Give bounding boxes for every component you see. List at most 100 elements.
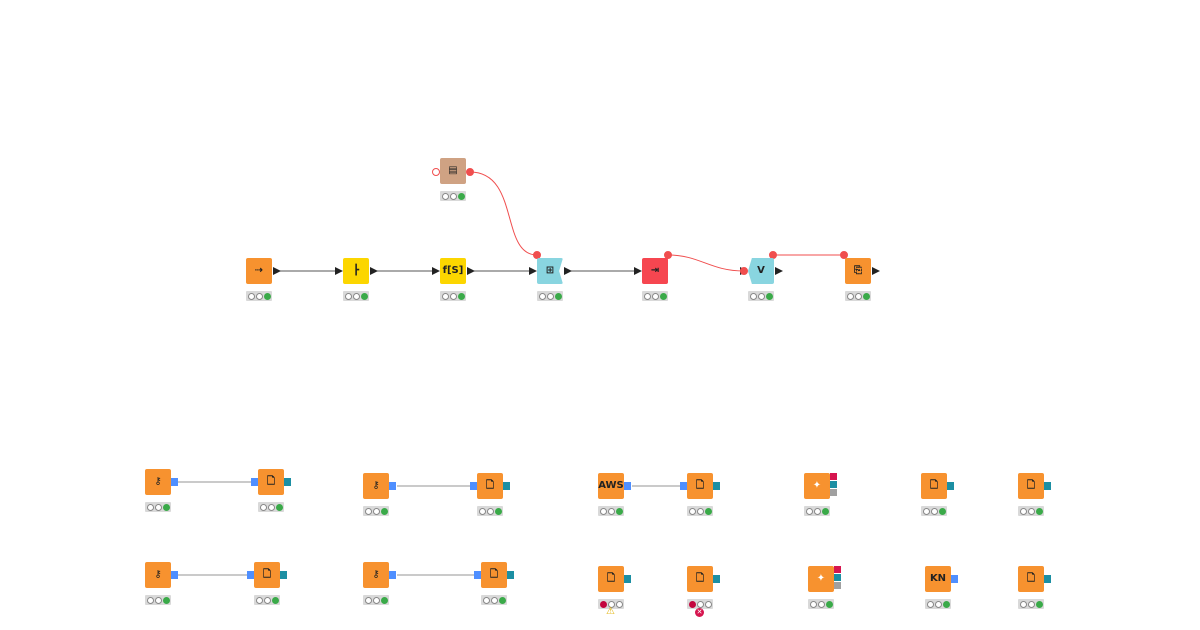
output-port[interactable] [834, 582, 841, 589]
credential-input-port[interactable] [470, 482, 477, 490]
workflow-node[interactable]: 🗋 [1018, 566, 1044, 592]
workflow-node[interactable]: ✦ [808, 566, 834, 592]
workflow-node[interactable]: 🗋 [687, 473, 713, 499]
workflow-node[interactable]: KN [925, 566, 951, 592]
status-dot [263, 292, 271, 300]
output-port[interactable] [273, 267, 281, 275]
workflow-node[interactable]: 🗋 [1018, 473, 1044, 499]
workflow-node[interactable]: ✦ [804, 473, 830, 499]
flow-variable-port[interactable] [466, 168, 474, 176]
output-port[interactable] [834, 574, 841, 581]
status-dot [688, 507, 696, 515]
loop-start-icon: ⊞ [545, 265, 555, 276]
credential-input-port[interactable] [680, 482, 687, 490]
star-add-icon: ✦ [812, 480, 822, 491]
credential-output-port[interactable] [951, 575, 958, 583]
file-output-port[interactable] [947, 482, 954, 490]
workflow-node[interactable]: 🗋 [921, 473, 947, 499]
input-port[interactable] [634, 267, 642, 275]
table-to-variable-icon: ▤ [448, 165, 458, 176]
workflow-node[interactable]: 🗋 [477, 473, 503, 499]
node-status-traffic-light [254, 595, 280, 605]
status-dot [926, 600, 934, 608]
flow-variable-connection[interactable] [469, 171, 538, 256]
status-dot [813, 507, 821, 515]
status-dot [615, 507, 623, 515]
file-output-port[interactable] [713, 482, 720, 490]
status-dot [696, 600, 704, 608]
status-dot [749, 292, 757, 300]
workflow-node[interactable]: ⚷ [363, 473, 389, 499]
file-output-port[interactable] [1044, 482, 1051, 490]
key-icon: ⚷ [372, 569, 380, 580]
workflow-node[interactable]: ⇥ [642, 258, 668, 284]
credential-output-port[interactable] [389, 482, 396, 490]
file-output-port[interactable] [624, 575, 631, 583]
input-port[interactable] [335, 267, 343, 275]
workflow-node[interactable]: 🗋 [258, 469, 284, 495]
flow-variable-port[interactable] [664, 251, 672, 259]
file-output-port[interactable] [1044, 575, 1051, 583]
credential-input-port[interactable] [251, 478, 258, 486]
input-port[interactable] [529, 267, 537, 275]
output-port[interactable] [564, 267, 572, 275]
workflow-node[interactable]: 🗋 [481, 562, 507, 588]
flow-variable-port[interactable] [769, 251, 777, 259]
credential-input-port[interactable] [247, 571, 254, 579]
workflow-node[interactable]: ⎘ [845, 258, 871, 284]
workflow-node[interactable]: 🗋 [687, 566, 713, 592]
workflow-node[interactable]: ⚷ [145, 469, 171, 495]
status-dot [482, 596, 490, 604]
output-port[interactable] [775, 267, 783, 275]
credential-output-port[interactable] [624, 482, 631, 490]
output-port[interactable] [467, 267, 475, 275]
workflow-node[interactable]: AWS [598, 473, 624, 499]
node-status-traffic-light [748, 291, 774, 301]
status-dot [554, 292, 562, 300]
credential-output-port[interactable] [171, 478, 178, 486]
workflow-node[interactable]: f[S] [440, 258, 466, 284]
flow-variable-port[interactable] [840, 251, 848, 259]
workflow-node[interactable]: 🗋 [598, 566, 624, 592]
credential-output-port[interactable] [389, 571, 396, 579]
workflow-node[interactable]: ⇢ [246, 258, 272, 284]
output-port[interactable] [872, 267, 880, 275]
node-status-traffic-light [440, 191, 466, 201]
workflow-node[interactable]: ⊞ [537, 258, 563, 284]
node-status-traffic-light [687, 506, 713, 516]
output-port[interactable] [830, 473, 837, 480]
status-dot [259, 503, 267, 511]
file-output-port[interactable] [284, 478, 291, 486]
node-status-traffic-light [343, 291, 369, 301]
workflow-node[interactable]: ┣ [343, 258, 369, 284]
credential-output-port[interactable] [171, 571, 178, 579]
output-port[interactable] [834, 566, 841, 573]
file-output-port[interactable] [503, 482, 510, 490]
status-dot [599, 507, 607, 515]
input-port[interactable] [432, 267, 440, 275]
credential-input-port[interactable] [474, 571, 481, 579]
output-port[interactable] [830, 489, 837, 496]
status-dot [546, 292, 554, 300]
output-port[interactable] [830, 481, 837, 488]
connector-icon: ⇢ [254, 265, 264, 276]
status-dot [364, 596, 372, 604]
workflow-node[interactable]: V [748, 258, 774, 284]
key-icon: KN [929, 573, 947, 584]
workflow-node[interactable]: ⚷ [145, 562, 171, 588]
workflow-node[interactable]: ⚷ [363, 562, 389, 588]
string-manipulation-icon: f[S] [442, 265, 464, 276]
file-output-port[interactable] [507, 571, 514, 579]
file-output-port[interactable] [280, 571, 287, 579]
workflow-node[interactable]: 🗋 [254, 562, 280, 588]
workflow-node[interactable]: ▤ [440, 158, 466, 184]
flow-variable-connection[interactable] [667, 254, 745, 272]
output-port[interactable] [370, 267, 378, 275]
file-output-port[interactable] [713, 575, 720, 583]
status-dot [643, 292, 651, 300]
flow-variable-port[interactable] [533, 251, 541, 259]
flow-variable-port[interactable] [740, 267, 748, 275]
aws-lock-icon: AWS [598, 480, 624, 491]
flow-variable-port[interactable] [432, 168, 440, 176]
key-icon: ⚷ [154, 476, 162, 487]
